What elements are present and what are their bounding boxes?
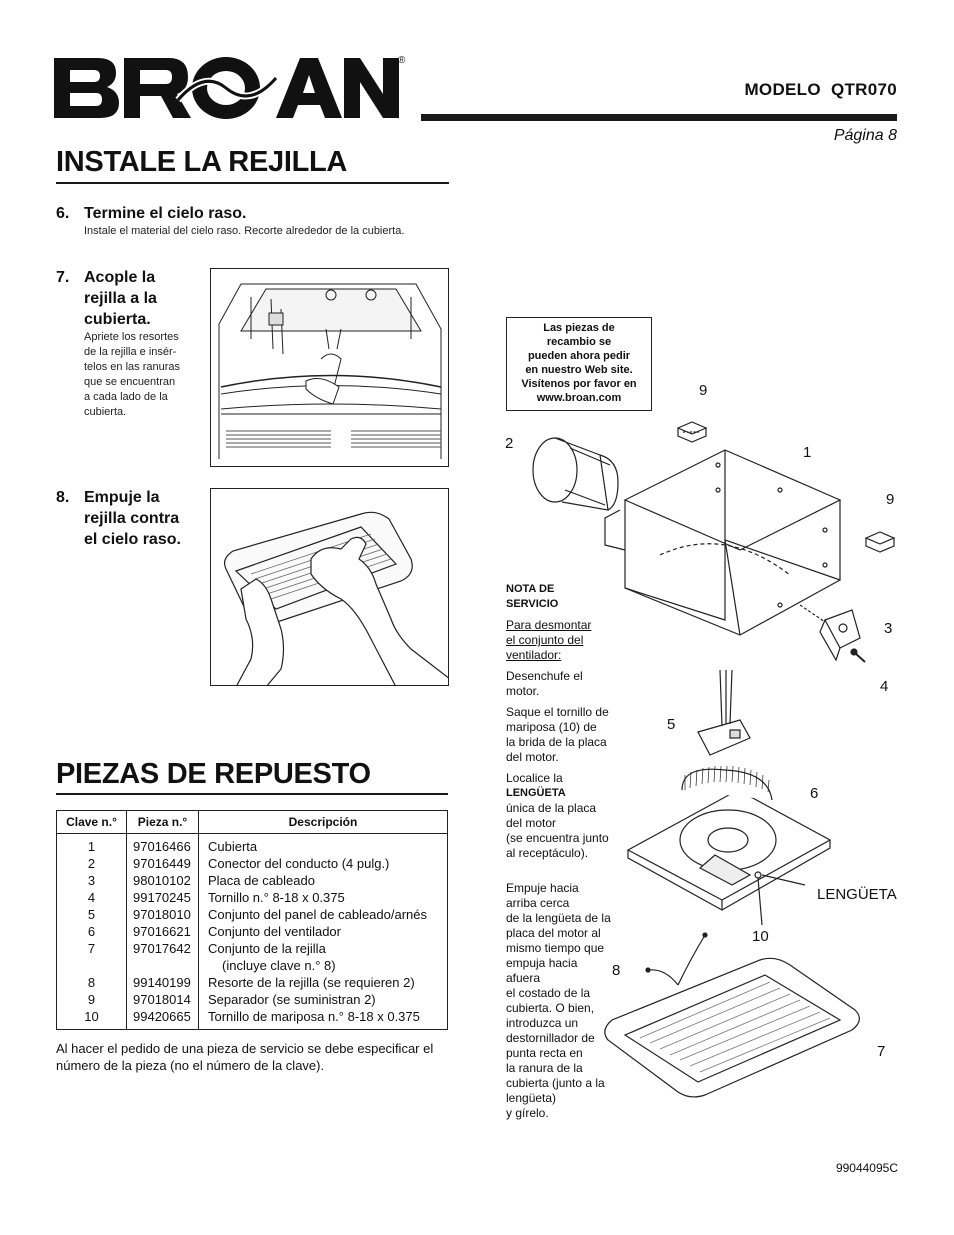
service-note-intro: Para desmontar el conjunto del ventilado… [506, 618, 592, 662]
order-note: Al hacer el pedido de una pieza de servi… [56, 1041, 434, 1073]
label-8: 8 [612, 962, 621, 979]
document-code: 99044095C [835, 1161, 898, 1175]
install-section-title: INSTALE LA REJILLA [56, 146, 348, 178]
model-label: MODELO QTR070 [744, 80, 897, 99]
label-3: 3 [884, 620, 893, 637]
col-header-key: Clave n.° [56, 810, 127, 834]
header-rule [421, 114, 897, 121]
fan-assembly-6 [626, 765, 832, 912]
label-4: 4 [880, 678, 889, 695]
service-note-p4: Empuje hacia arriba cerca de la lengüeta… [506, 881, 611, 1120]
service-note-p2: Saque el tornillo de mariposa (10) de la… [506, 705, 609, 764]
step-7-illustration [210, 268, 449, 467]
page-number: Página 8 [833, 127, 897, 144]
install-title-rule [56, 182, 449, 184]
screw-4 [850, 648, 866, 663]
wiring-panel-5 [697, 669, 751, 756]
wiring-plate-3 [799, 604, 861, 662]
step-6: 6. Termine el cielo raso. Instale el mat… [56, 203, 456, 239]
parts-title-rule [56, 793, 448, 795]
service-note-p1: Desenchufe el motor. [506, 669, 583, 698]
spacer-9-top [676, 421, 708, 443]
broan-logo [54, 57, 399, 119]
parts-table-header: Clave n.° Pieza n.° Descripción [56, 810, 448, 834]
spacer-9-right [864, 531, 896, 553]
service-note: NOTA DE SERVICIO Para desmontar el conju… [506, 582, 628, 1127]
step-7: 7. Acople la rejilla a la cubierta. Apri… [56, 267, 206, 420]
duct-connector-2 [532, 437, 619, 511]
website-notice-box: Las piezas de recambio se pueden ahora p… [506, 317, 652, 411]
label-1: 1 [803, 444, 812, 461]
step-8-illustration [210, 488, 449, 686]
label-5: 5 [667, 716, 676, 733]
label-7: 7 [877, 1043, 886, 1060]
label-tab: LENGÜETA [817, 886, 897, 903]
step-6-description: Instale el material del cielo raso. Reco… [84, 225, 405, 237]
housing-1 [604, 449, 842, 636]
registered-mark: ® [398, 55, 406, 66]
col-header-part: Pieza n.° [126, 810, 199, 834]
parts-table-body: 1 2 3 4 5 6 7 8 9 10 97016466 97016449 9… [56, 833, 448, 1030]
col-header-description: Descripción [198, 810, 448, 834]
grille-7 [604, 957, 860, 1098]
part-number-column: 97016466 97016449 98010102 99170245 9701… [126, 833, 199, 1030]
parts-table: Clave n.° Pieza n.° Descripción 1 2 3 4 … [56, 810, 448, 1030]
service-note-title: NOTA DE SERVICIO [506, 583, 559, 610]
exploded-parts-diagram [532, 421, 896, 1098]
service-note-p3: Localice la LENGÜETA única de la placa d… [506, 771, 609, 860]
step-8: 8. Empuje la rejilla contra el cielo ras… [56, 489, 181, 548]
key-column: 1 2 3 4 5 6 7 8 9 10 [56, 833, 127, 1030]
label-2: 2 [505, 435, 514, 452]
parts-section-title: PIEZAS DE REPUESTO [56, 758, 371, 790]
step-7-description: Apriete los resortes de la rejilla e ins… [84, 331, 180, 418]
label-9-top: 9 [699, 382, 708, 399]
description-column: Cubierta Conector del conducto (4 pulg.)… [198, 833, 448, 1030]
label-9-right: 9 [886, 491, 895, 508]
grille-spring-8 [645, 932, 708, 986]
label-10: 10 [752, 928, 769, 945]
label-6: 6 [810, 785, 819, 802]
